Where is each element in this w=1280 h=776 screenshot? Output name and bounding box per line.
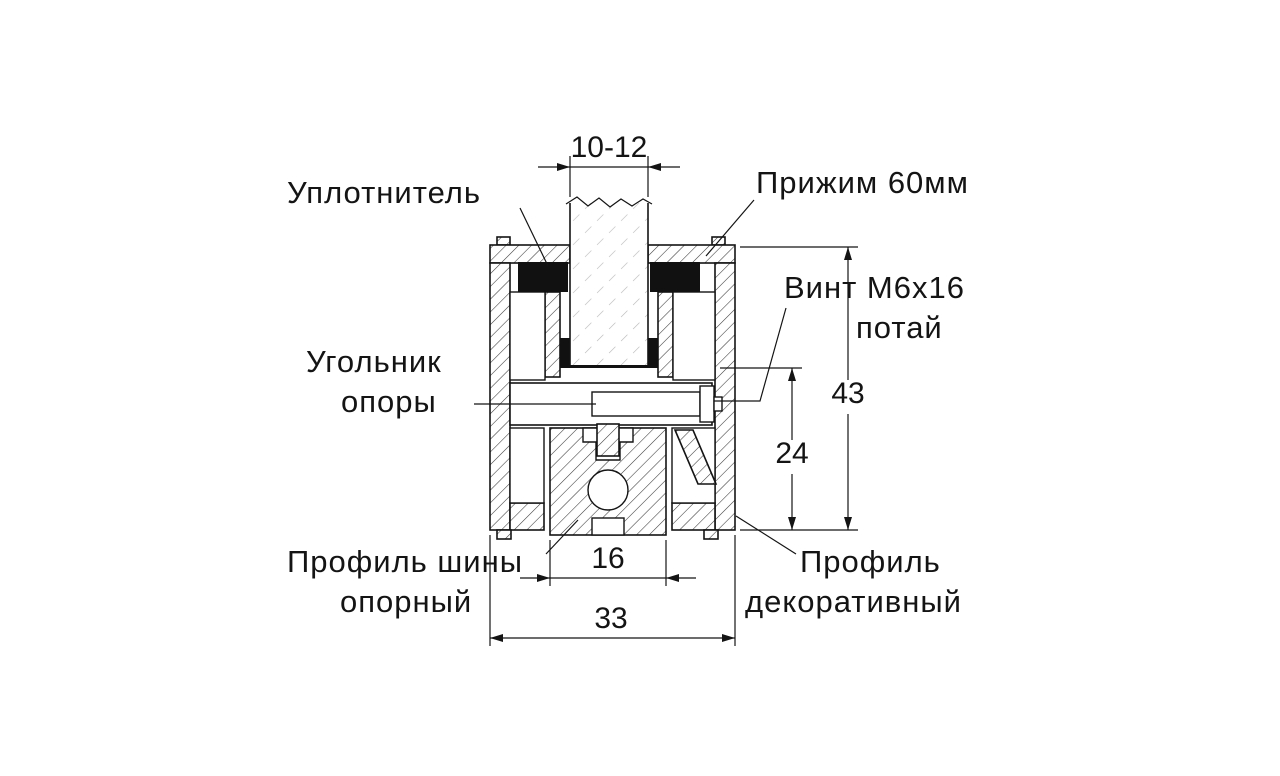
seal-right xyxy=(650,262,700,292)
label-decor-line2: декоративный xyxy=(745,584,962,619)
screw-head xyxy=(699,385,715,423)
label-screw-line2: потай xyxy=(856,310,943,345)
bottom-flange-right xyxy=(671,502,716,531)
dim-lines-33 xyxy=(489,535,736,646)
foot-left xyxy=(496,529,512,540)
angle-hook-tab xyxy=(596,423,620,457)
upper-pocket-left xyxy=(509,291,546,381)
dim-lines-43 xyxy=(740,246,858,531)
screw-shaft xyxy=(591,391,701,417)
dimension-glass-thickness: 10-12 xyxy=(538,131,680,197)
dim-total-width-value: 33 xyxy=(594,602,627,635)
dim-arrow xyxy=(557,163,570,171)
leader-clamp xyxy=(705,199,755,257)
dimension-lower-height: 24 xyxy=(720,367,809,530)
dim-arrow xyxy=(666,574,679,582)
label-clamp: Прижим 60мм xyxy=(756,165,969,200)
dim-arrow xyxy=(788,368,796,381)
foot-right xyxy=(703,529,719,540)
dim-total-height-value: 43 xyxy=(831,377,864,410)
support-angle-assembly xyxy=(509,382,723,457)
label-rail-line1: Профиль шины xyxy=(287,544,523,579)
dim-glass-thickness-value: 10-12 xyxy=(571,131,648,164)
rail-bottom-slot xyxy=(591,517,625,536)
leader-rail xyxy=(545,519,579,555)
screw-tip xyxy=(713,396,723,412)
leader-screw xyxy=(714,307,787,402)
glass-body xyxy=(570,203,648,365)
bottom-flange-left xyxy=(509,502,545,531)
glass-channel-wall-right xyxy=(657,291,674,378)
label-bracket-line2: опоры xyxy=(341,384,437,419)
dim-arrow xyxy=(490,634,503,642)
dim-lower-height-value: 24 xyxy=(775,437,808,470)
top-left-tab xyxy=(496,236,511,246)
callout-labels: Уплотнитель Прижим 60мм Винт M6x16 потай… xyxy=(287,165,969,619)
dim-arrow xyxy=(648,163,661,171)
rail-screw-hole xyxy=(587,469,629,511)
clamp-arm-left xyxy=(489,244,571,264)
dim-rail-width-value: 16 xyxy=(591,542,624,575)
seal-left xyxy=(518,262,568,292)
dim-arrow xyxy=(788,517,796,530)
glass-break-line xyxy=(565,196,653,208)
lower-pocket-left xyxy=(509,427,545,504)
dim-arrow xyxy=(844,517,852,530)
dim-arrow xyxy=(722,634,735,642)
leader-lines xyxy=(474,199,797,555)
label-bracket-line1: Угольник xyxy=(306,344,442,379)
dimension-total-height: 43 xyxy=(740,246,865,531)
leader-seal xyxy=(519,207,549,267)
label-rail-line2: опорный xyxy=(340,584,472,619)
dimension-rail-width: 16 xyxy=(520,540,696,586)
label-decor-line1: Профиль xyxy=(800,544,941,579)
upper-pocket-right xyxy=(672,291,716,381)
outer-wall-left xyxy=(489,262,511,531)
glass-panel xyxy=(565,196,653,365)
glass-channel-wall-left xyxy=(544,291,561,378)
diagonal-strut xyxy=(673,429,718,485)
label-seal: Уплотнитель xyxy=(287,175,481,210)
leader-decor xyxy=(735,515,797,555)
dim-arrow xyxy=(844,247,852,260)
clamp-arm-right xyxy=(647,244,736,264)
dim-arrow xyxy=(537,574,550,582)
label-screw-line1: Винт M6x16 xyxy=(784,270,965,305)
dimension-total-width: 33 xyxy=(489,535,736,646)
